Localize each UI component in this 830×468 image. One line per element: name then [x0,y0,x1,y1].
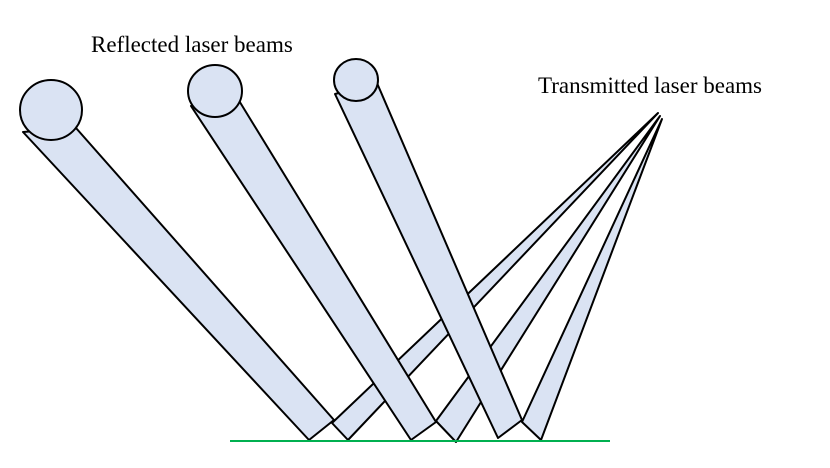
beam-end [19,79,83,141]
reflected-beam [187,64,437,441]
transmitted-beam [521,118,663,441]
reflected-beams [19,58,523,441]
transmitted-beams-label: Transmitted laser beams [538,73,762,98]
beam-end [333,58,379,102]
beam-end [187,64,243,118]
transmitted-beams [331,112,663,443]
reflected-beam [333,58,523,439]
transmitted-beam [331,112,659,441]
reflected-beams-label: Reflected laser beams [91,32,293,57]
reflected-beam [19,79,335,441]
